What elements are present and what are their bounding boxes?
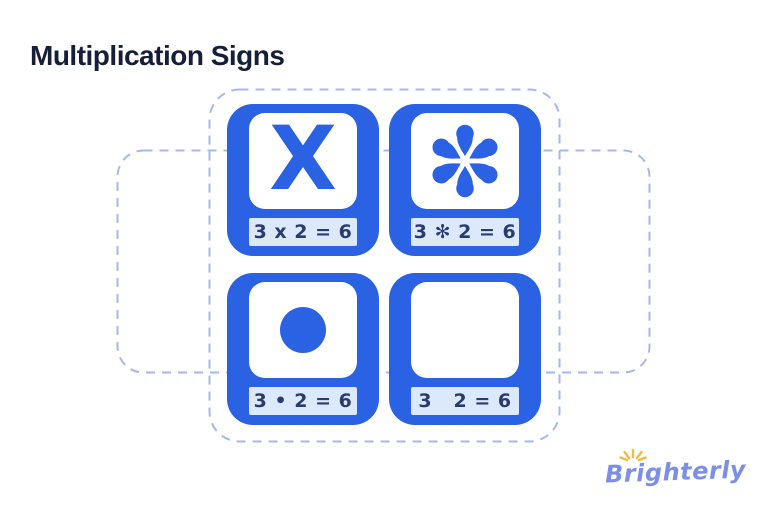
dot-symbol-box [249,282,357,378]
card-dot-sign: 3 • 2 = 6 [227,273,379,425]
equation-label-asterisk: 3 ✻ 2 = 6 [411,218,519,246]
page-title: Multiplication Signs [30,40,285,71]
brighterly-logo: Brighterly [604,448,747,489]
cards-grid: X 3 x 2 = 6 3 ✻ 2 = 6 [227,104,541,425]
times-x-icon: X [269,107,337,210]
times-symbol-box: X [249,113,357,209]
card-times-sign: X 3 x 2 = 6 [227,104,379,256]
equation-label-times: 3 x 2 = 6 [249,218,357,246]
card-asterisk-sign: 3 ✻ 2 = 6 [389,104,541,256]
equation-label-dot: 3 • 2 = 6 [249,387,357,415]
brighterly-logo-text: Brighterly [604,455,747,489]
asterisk-symbol-box [411,113,519,209]
asterisk-icon [432,124,498,198]
dashed-rect-horizontal [116,149,651,374]
equation-label-juxtaposition: 3 2 = 6 [411,387,519,415]
dashed-rect-vertical [208,88,561,443]
sun-icon [619,448,647,462]
blank-symbol-box [411,282,519,378]
dot-icon [280,307,326,353]
card-juxtaposition-sign: 3 2 = 6 [389,273,541,425]
